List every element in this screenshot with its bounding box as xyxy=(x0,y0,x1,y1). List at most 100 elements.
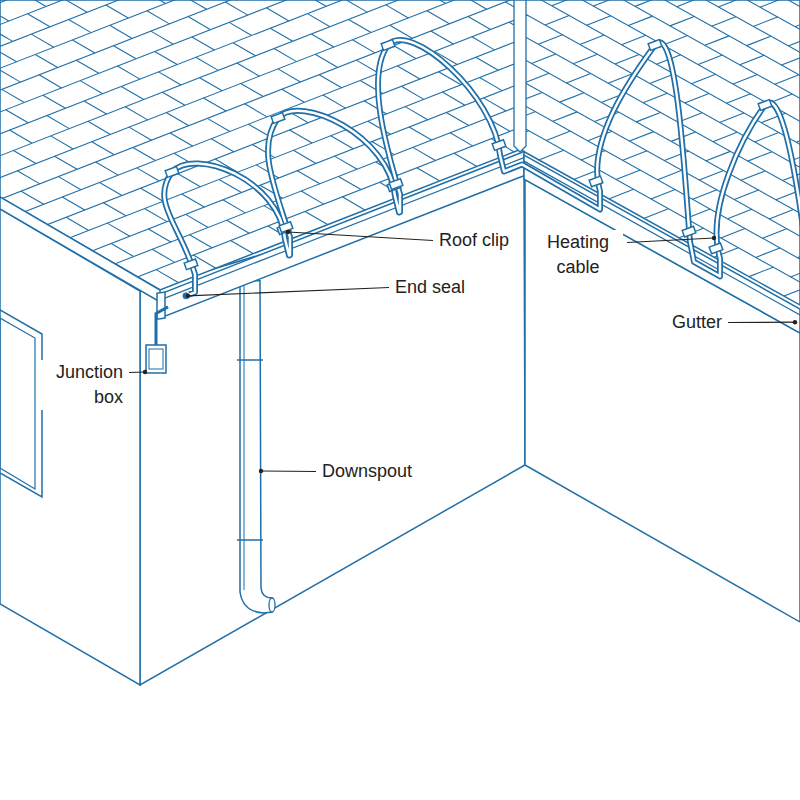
callout-label-box: Roof clip xyxy=(437,228,511,253)
shingle-line xyxy=(435,92,459,101)
shingle-line xyxy=(663,36,687,45)
shingle-line xyxy=(200,78,222,91)
shingle-line xyxy=(706,151,730,160)
shingle-line xyxy=(545,16,569,25)
shingle-line xyxy=(331,136,353,149)
shingle-line xyxy=(47,116,69,129)
shingle-line xyxy=(301,191,323,204)
shingle-line xyxy=(0,0,800,576)
shingle-line xyxy=(137,168,159,181)
shingle-line xyxy=(3,308,25,321)
gutter-run xyxy=(157,152,800,333)
shingle-line xyxy=(10,130,32,143)
shingle-line xyxy=(36,0,800,486)
leader-line xyxy=(188,288,389,296)
shingle-line xyxy=(111,243,133,256)
shingle-line xyxy=(0,0,800,609)
shingle-line xyxy=(133,147,155,160)
shingle-line xyxy=(41,293,63,306)
shingle-line xyxy=(266,8,288,21)
junction-box-symbol xyxy=(146,307,168,373)
shingle-line xyxy=(753,17,777,26)
shingle-line xyxy=(343,0,367,4)
shingle-line xyxy=(693,190,717,199)
shingle-line xyxy=(72,40,94,53)
left-roof xyxy=(0,0,800,720)
roof-clip-symbol xyxy=(492,140,506,151)
shingle-line xyxy=(61,0,800,476)
shingle-line xyxy=(107,223,129,236)
shingle-line xyxy=(338,176,360,189)
shingle-line xyxy=(705,36,729,45)
shingle-line xyxy=(450,133,472,146)
shingle-line xyxy=(400,72,424,81)
shingle-line xyxy=(211,139,233,152)
shingle-line xyxy=(337,14,361,23)
shingle-line xyxy=(129,127,151,140)
shingle-line xyxy=(260,0,284,4)
shingle-line xyxy=(0,0,800,523)
shingle-line xyxy=(769,210,793,219)
shingle-line xyxy=(21,191,43,204)
shingle-line xyxy=(178,174,200,187)
shingle-line xyxy=(468,0,492,5)
shingle-line xyxy=(587,16,611,25)
shingle-line xyxy=(552,0,576,6)
shingle-grid xyxy=(0,0,800,744)
shingle-line xyxy=(166,113,188,126)
shingle-line xyxy=(622,35,646,44)
junction-box xyxy=(146,345,166,373)
shingle-line xyxy=(650,74,674,83)
shingle-line xyxy=(78,278,100,291)
roof-clip-symbol xyxy=(381,40,395,51)
shingle-line xyxy=(698,55,722,64)
shingle-line xyxy=(0,0,800,536)
shingle-line xyxy=(0,49,17,62)
shingle-line xyxy=(282,89,304,102)
shingle-line xyxy=(0,0,800,618)
shingle-line xyxy=(335,156,357,169)
shingle-line xyxy=(609,189,633,198)
shingle-line xyxy=(155,52,177,65)
shingle-line xyxy=(483,73,507,82)
shingle-line xyxy=(351,0,800,363)
shingle-line xyxy=(293,150,315,163)
shingle-line xyxy=(66,217,88,230)
shingle-line xyxy=(319,75,341,88)
shingle-line xyxy=(117,66,139,79)
downspout-inner xyxy=(244,285,245,590)
end-seal-symbol xyxy=(182,292,190,300)
roof-clip-symbol xyxy=(709,243,723,254)
shingle-line xyxy=(0,0,800,615)
callout-label-box: End seal xyxy=(393,275,467,300)
shingle-line xyxy=(0,0,574,353)
shingle-line xyxy=(141,188,163,201)
leader-dot xyxy=(186,294,190,298)
shingle-line xyxy=(476,57,498,70)
shingle-line xyxy=(35,54,57,67)
shingle-line xyxy=(0,0,800,641)
shingle-line xyxy=(223,200,245,213)
shingle-line xyxy=(0,226,10,239)
shingle-line xyxy=(580,35,604,44)
shingle-line xyxy=(623,151,647,160)
roof-clip-symbol xyxy=(184,259,198,270)
callout-label: End seal xyxy=(393,275,467,300)
shingle-line xyxy=(0,0,800,549)
shingle-line xyxy=(159,72,181,85)
shingle-line xyxy=(170,133,192,146)
shingle-line xyxy=(31,34,53,47)
gutter-right xyxy=(524,155,800,333)
shingle-line xyxy=(0,0,394,249)
shingle-line xyxy=(560,93,584,102)
shingle-line xyxy=(0,287,22,300)
shingle-line xyxy=(125,107,147,120)
shingle-line xyxy=(237,63,259,76)
shingle-line xyxy=(364,101,386,114)
shingle-line xyxy=(0,0,800,590)
leader-dot xyxy=(286,230,290,234)
shingle-line xyxy=(96,162,118,175)
shingle-line xyxy=(323,95,345,108)
shingle-line xyxy=(184,0,206,9)
roof-clip-symbol xyxy=(271,113,285,124)
